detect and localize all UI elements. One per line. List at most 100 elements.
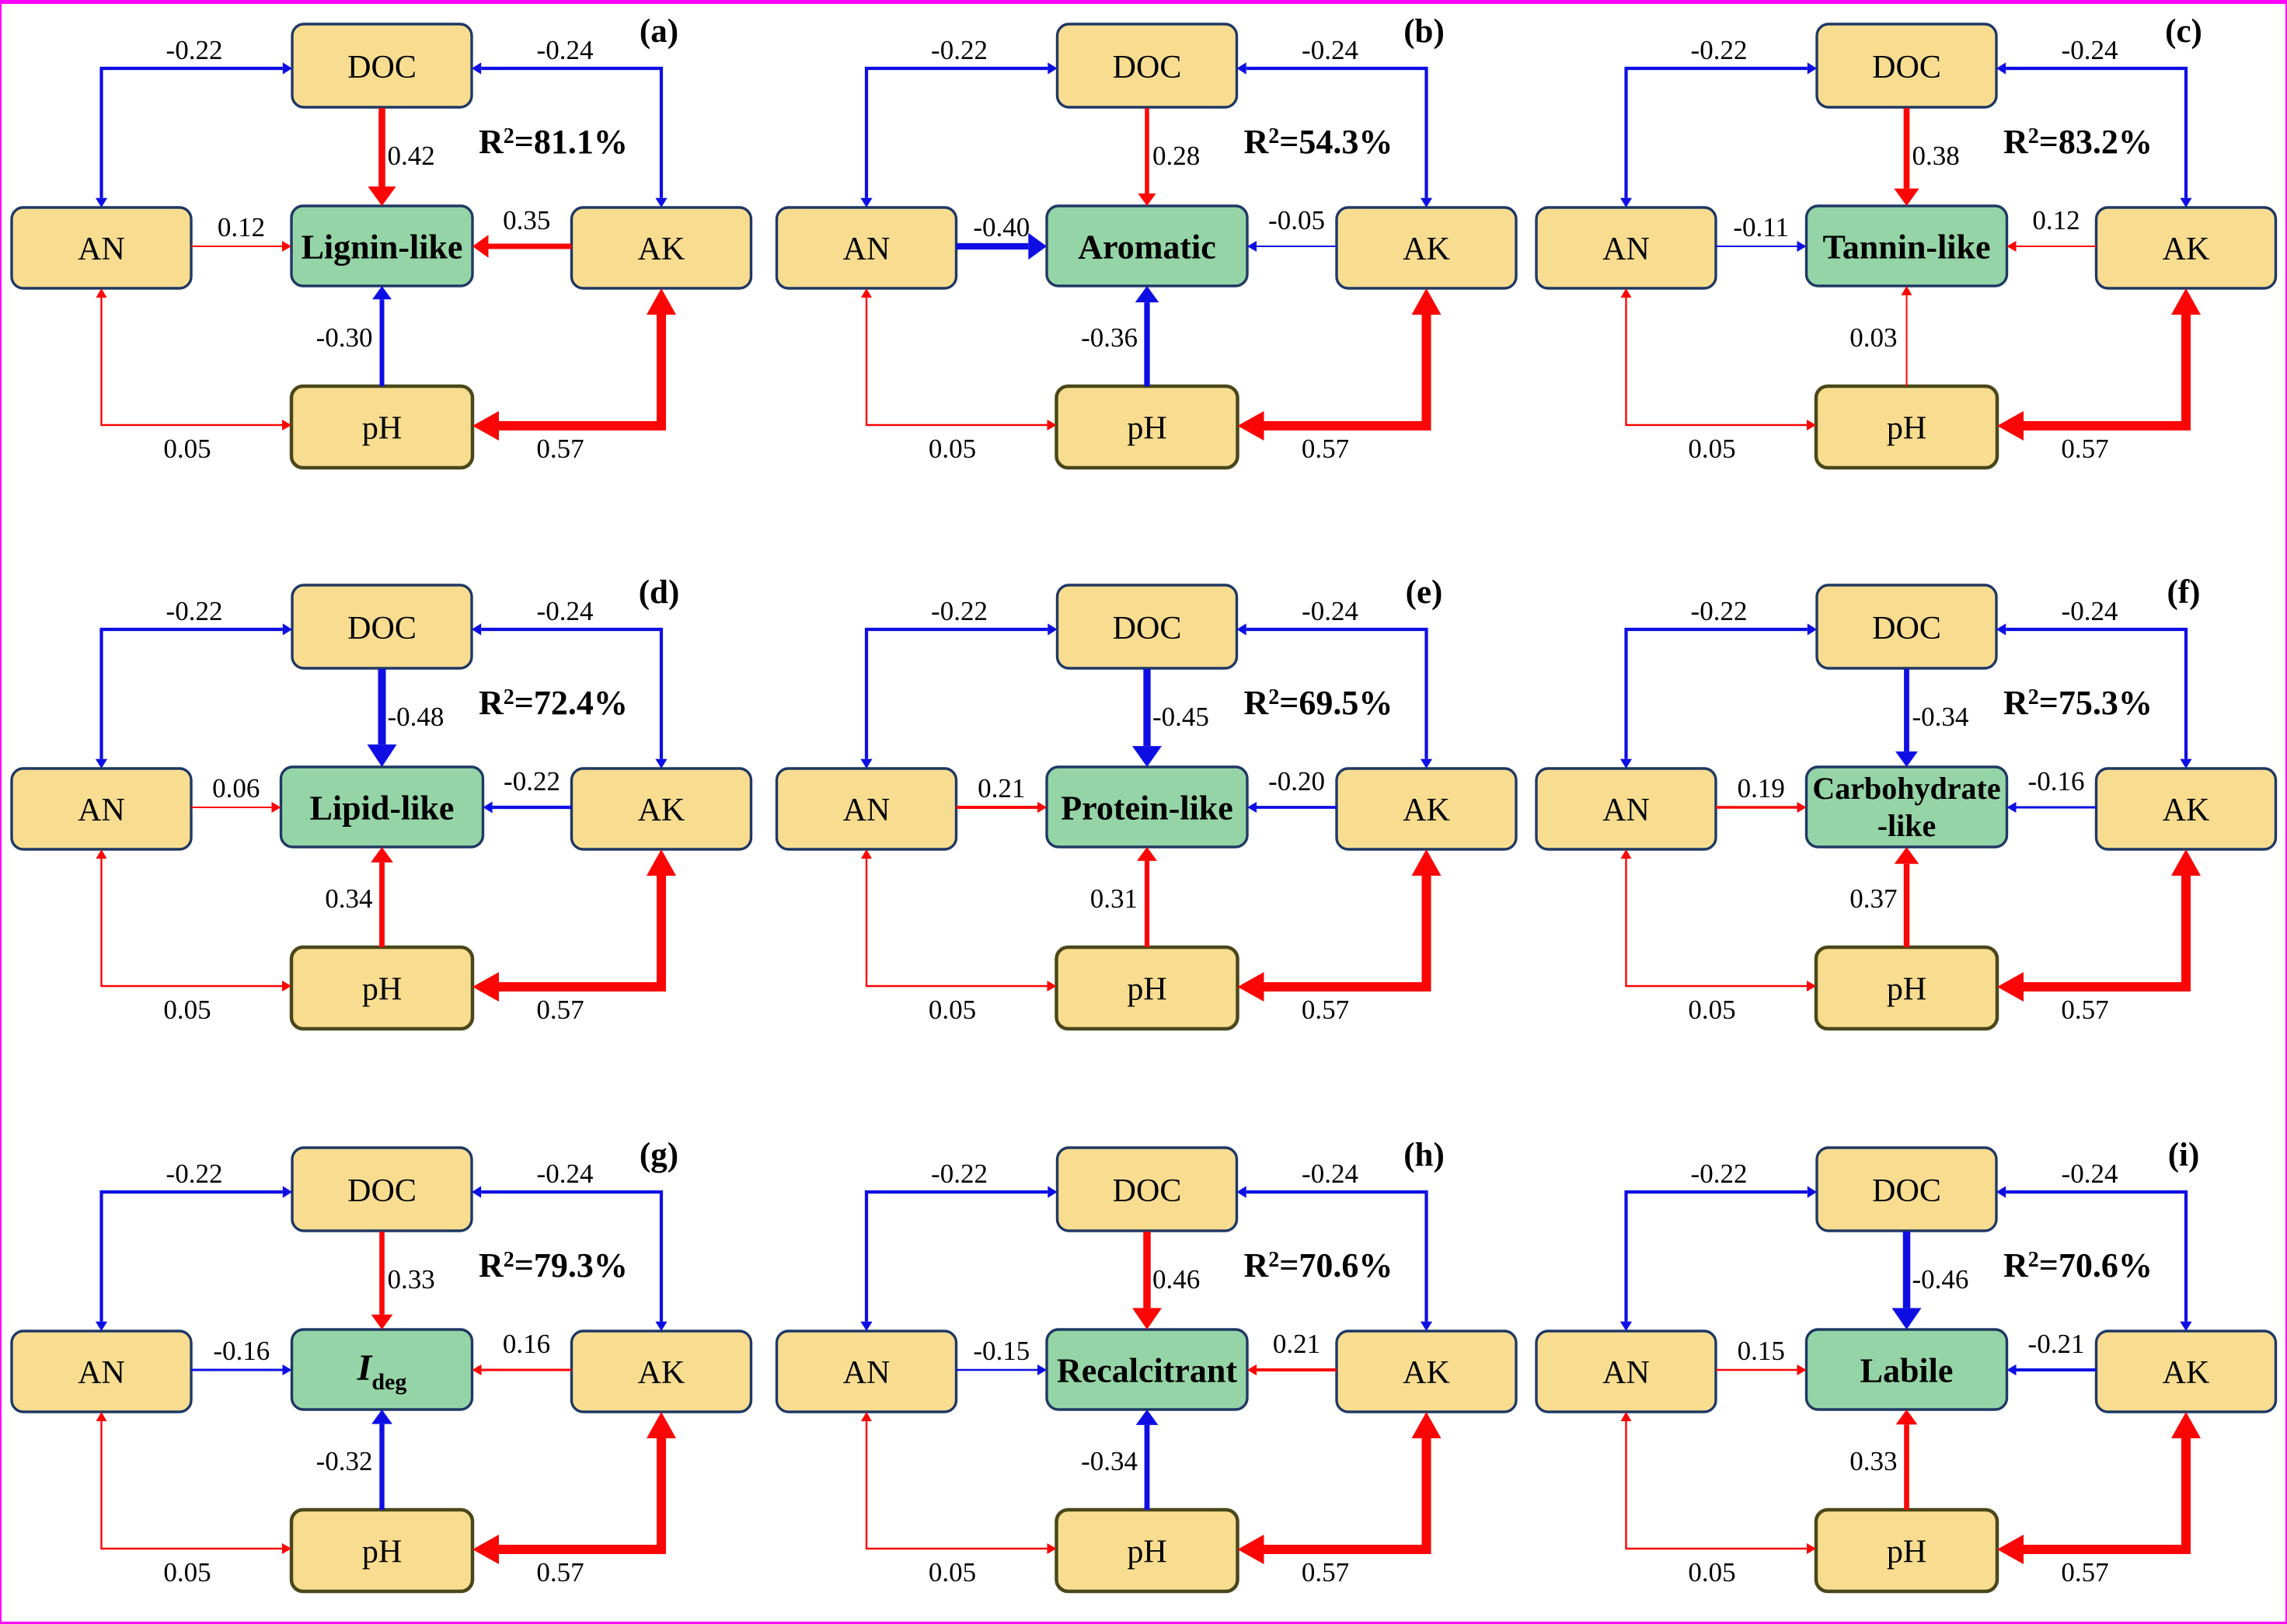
svg-text:-0.34: -0.34 bbox=[1081, 1446, 1138, 1476]
svg-text:0.46: 0.46 bbox=[1152, 1264, 1200, 1295]
svg-text:Tannin-like: Tannin-like bbox=[1822, 228, 1990, 267]
svg-text:0.37: 0.37 bbox=[1849, 883, 1897, 914]
svg-text:AN: AN bbox=[1602, 793, 1650, 828]
svg-text:0.33: 0.33 bbox=[1849, 1446, 1897, 1476]
svg-text:0.57: 0.57 bbox=[536, 1557, 584, 1587]
svg-text:AK: AK bbox=[2163, 1355, 2210, 1391]
svg-text:R2=54.3%: R2=54.3% bbox=[1244, 123, 1393, 161]
svg-text:-0.40: -0.40 bbox=[973, 212, 1030, 242]
svg-text:0.05: 0.05 bbox=[163, 434, 211, 464]
svg-text:R2=70.6%: R2=70.6% bbox=[1244, 1246, 1393, 1284]
svg-text:R2=72.4%: R2=72.4% bbox=[479, 684, 628, 722]
svg-text:-0.22: -0.22 bbox=[166, 35, 223, 65]
svg-text:-0.22: -0.22 bbox=[166, 596, 223, 626]
svg-text:-0.05: -0.05 bbox=[1268, 205, 1325, 235]
svg-text:AN: AN bbox=[843, 793, 891, 828]
svg-text:-0.45: -0.45 bbox=[1152, 702, 1209, 732]
svg-text:Aromatic: Aromatic bbox=[1078, 228, 1216, 267]
svg-text:0.21: 0.21 bbox=[1273, 1329, 1320, 1359]
svg-text:0.19: 0.19 bbox=[1738, 773, 1785, 803]
svg-text:DOC: DOC bbox=[1872, 611, 1941, 646]
svg-text:(a): (a) bbox=[640, 13, 678, 50]
svg-text:(g): (g) bbox=[640, 1137, 678, 1173]
svg-text:-0.24: -0.24 bbox=[1302, 35, 1358, 65]
svg-text:0.57: 0.57 bbox=[1302, 995, 1349, 1025]
svg-text:Protein-like: Protein-like bbox=[1061, 789, 1233, 828]
svg-text:Carbohydrate: Carbohydrate bbox=[1812, 771, 2000, 806]
svg-text:-0.22: -0.22 bbox=[166, 1159, 223, 1189]
svg-text:0.05: 0.05 bbox=[163, 1557, 211, 1587]
svg-text:-0.24: -0.24 bbox=[2062, 35, 2118, 65]
svg-text:AK: AK bbox=[1403, 793, 1450, 828]
svg-text:-0.20: -0.20 bbox=[1268, 766, 1325, 796]
svg-text:AK: AK bbox=[1403, 1355, 1450, 1391]
svg-text:-0.15: -0.15 bbox=[973, 1336, 1030, 1366]
svg-text:-0.22: -0.22 bbox=[931, 1159, 988, 1189]
svg-text:-0.22: -0.22 bbox=[504, 766, 560, 796]
svg-text:AK: AK bbox=[2163, 793, 2210, 828]
svg-text:pH: pH bbox=[1127, 1535, 1166, 1570]
svg-text:-0.34: -0.34 bbox=[1912, 702, 1969, 732]
svg-text:0.12: 0.12 bbox=[218, 212, 265, 242]
svg-text:R2=69.5%: R2=69.5% bbox=[1244, 684, 1393, 722]
svg-text:AN: AN bbox=[1602, 232, 1650, 267]
svg-text:0.05: 0.05 bbox=[1688, 434, 1735, 464]
svg-text:0.05: 0.05 bbox=[1688, 1557, 1735, 1587]
svg-text:-0.24: -0.24 bbox=[537, 596, 594, 626]
svg-text:Lipid-like: Lipid-like bbox=[310, 789, 455, 828]
svg-text:(b): (b) bbox=[1403, 13, 1445, 50]
svg-text:pH: pH bbox=[1887, 972, 1926, 1008]
svg-text:-0.16: -0.16 bbox=[2028, 766, 2085, 796]
svg-text:0.57: 0.57 bbox=[2061, 1557, 2108, 1587]
svg-text:0.05: 0.05 bbox=[1688, 995, 1735, 1025]
svg-text:-0.24: -0.24 bbox=[2062, 1159, 2118, 1189]
svg-text:0.34: 0.34 bbox=[325, 883, 372, 914]
svg-text:(d): (d) bbox=[639, 574, 680, 611]
svg-text:R2=79.3%: R2=79.3% bbox=[479, 1246, 628, 1284]
svg-text:0.33: 0.33 bbox=[388, 1264, 435, 1295]
svg-text:Ideg: Ideg bbox=[357, 1347, 407, 1395]
svg-text:Recalcitrant: Recalcitrant bbox=[1057, 1352, 1237, 1390]
svg-text:R2=75.3%: R2=75.3% bbox=[2003, 684, 2153, 722]
svg-text:DOC: DOC bbox=[1113, 611, 1182, 646]
svg-text:pH: pH bbox=[362, 411, 402, 447]
svg-text:(c): (c) bbox=[2165, 13, 2202, 50]
svg-text:DOC: DOC bbox=[1113, 1173, 1182, 1209]
svg-text:R2=70.6%: R2=70.6% bbox=[2003, 1246, 2153, 1284]
svg-text:0.28: 0.28 bbox=[1152, 141, 1200, 171]
svg-text:pH: pH bbox=[362, 972, 402, 1008]
svg-text:0.57: 0.57 bbox=[1302, 434, 1349, 464]
svg-text:(f): (f) bbox=[2167, 574, 2201, 611]
svg-text:-0.22: -0.22 bbox=[1691, 596, 1748, 626]
svg-text:(h): (h) bbox=[1403, 1137, 1445, 1173]
svg-text:AK: AK bbox=[638, 232, 685, 267]
svg-text:pH: pH bbox=[1887, 411, 1926, 447]
svg-text:DOC: DOC bbox=[1872, 1173, 1941, 1209]
svg-text:0.38: 0.38 bbox=[1912, 141, 1960, 171]
svg-text:DOC: DOC bbox=[1872, 50, 1941, 85]
svg-text:AN: AN bbox=[78, 793, 125, 828]
svg-text:-0.21: -0.21 bbox=[2028, 1329, 2085, 1359]
svg-text:0.57: 0.57 bbox=[536, 434, 584, 464]
svg-text:AN: AN bbox=[843, 1355, 891, 1391]
svg-text:0.15: 0.15 bbox=[1738, 1336, 1785, 1366]
svg-text:-0.24: -0.24 bbox=[537, 35, 594, 65]
svg-text:-0.16: -0.16 bbox=[213, 1336, 270, 1366]
svg-text:AK: AK bbox=[638, 793, 685, 828]
svg-text:-0.22: -0.22 bbox=[931, 35, 988, 65]
svg-text:-0.22: -0.22 bbox=[1691, 1159, 1748, 1189]
svg-text:-0.22: -0.22 bbox=[931, 596, 988, 626]
svg-text:AN: AN bbox=[843, 232, 891, 267]
svg-text:0.05: 0.05 bbox=[163, 995, 211, 1025]
svg-text:0.16: 0.16 bbox=[503, 1329, 550, 1359]
svg-text:0.05: 0.05 bbox=[929, 434, 976, 464]
svg-text:DOC: DOC bbox=[347, 50, 417, 85]
svg-text:-0.36: -0.36 bbox=[1081, 322, 1138, 353]
svg-text:-0.46: -0.46 bbox=[1912, 1264, 1969, 1295]
svg-text:-0.24: -0.24 bbox=[1302, 596, 1358, 626]
svg-text:0.42: 0.42 bbox=[388, 141, 435, 171]
svg-text:R2=81.1%: R2=81.1% bbox=[479, 123, 628, 161]
svg-text:pH: pH bbox=[1127, 411, 1166, 447]
svg-text:-0.22: -0.22 bbox=[1691, 35, 1748, 65]
svg-text:R2=83.2%: R2=83.2% bbox=[2003, 123, 2153, 161]
